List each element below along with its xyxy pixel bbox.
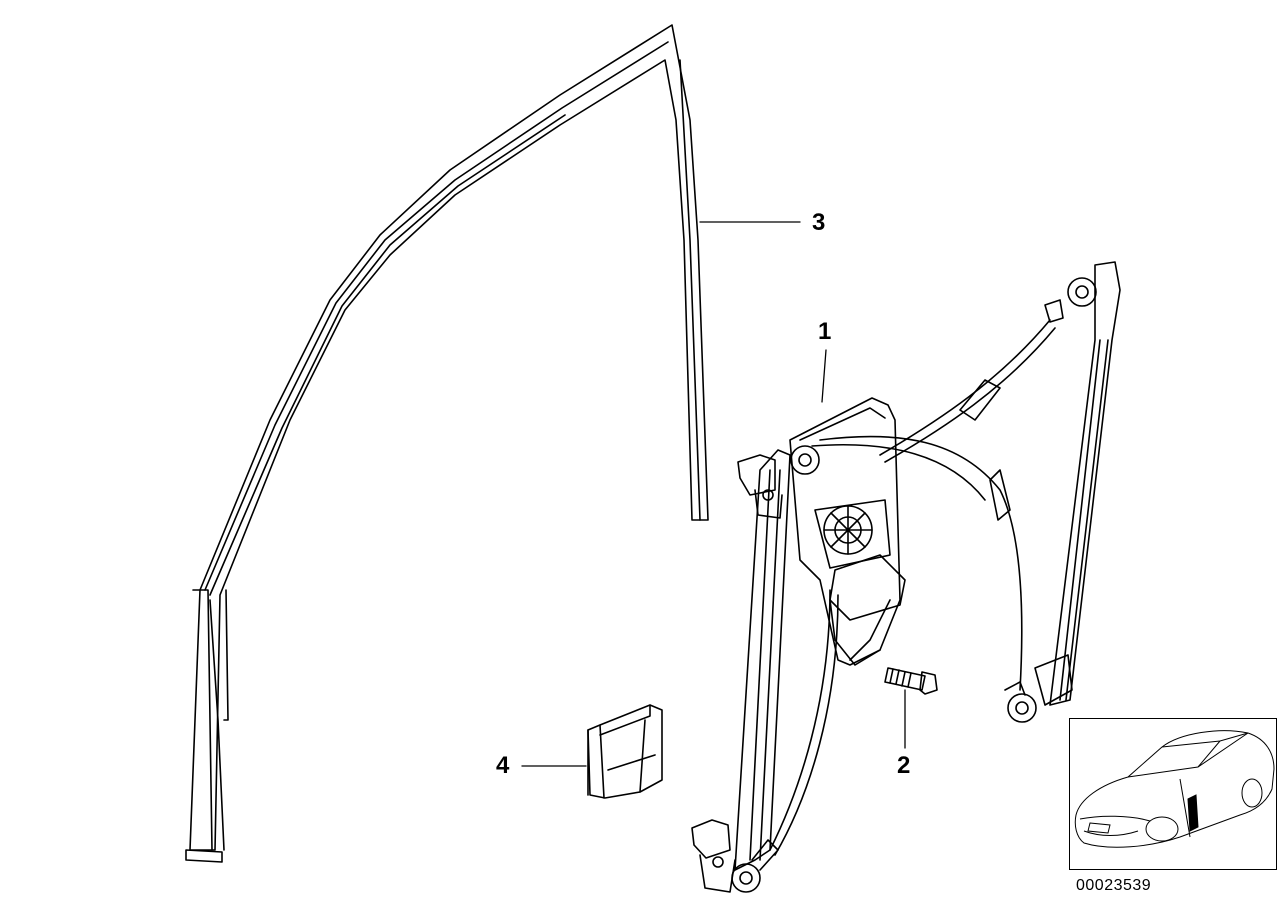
reference-number: 00023539: [1076, 877, 1152, 894]
callout-3: 3: [812, 209, 826, 236]
callout-2: 2: [897, 752, 911, 779]
vehicle-location-inset: [1069, 718, 1277, 870]
leader-lines: [521, 221, 906, 767]
window-guide-rail: [185, 24, 709, 863]
car-thumbnail-icon: [1074, 730, 1275, 848]
cover-bracket: [587, 704, 663, 799]
bolt: [884, 667, 938, 695]
callout-4: 4: [496, 752, 510, 779]
window-regulator: [691, 261, 1121, 893]
callout-1: 1: [818, 318, 832, 345]
leader-line-1: [821, 349, 827, 403]
